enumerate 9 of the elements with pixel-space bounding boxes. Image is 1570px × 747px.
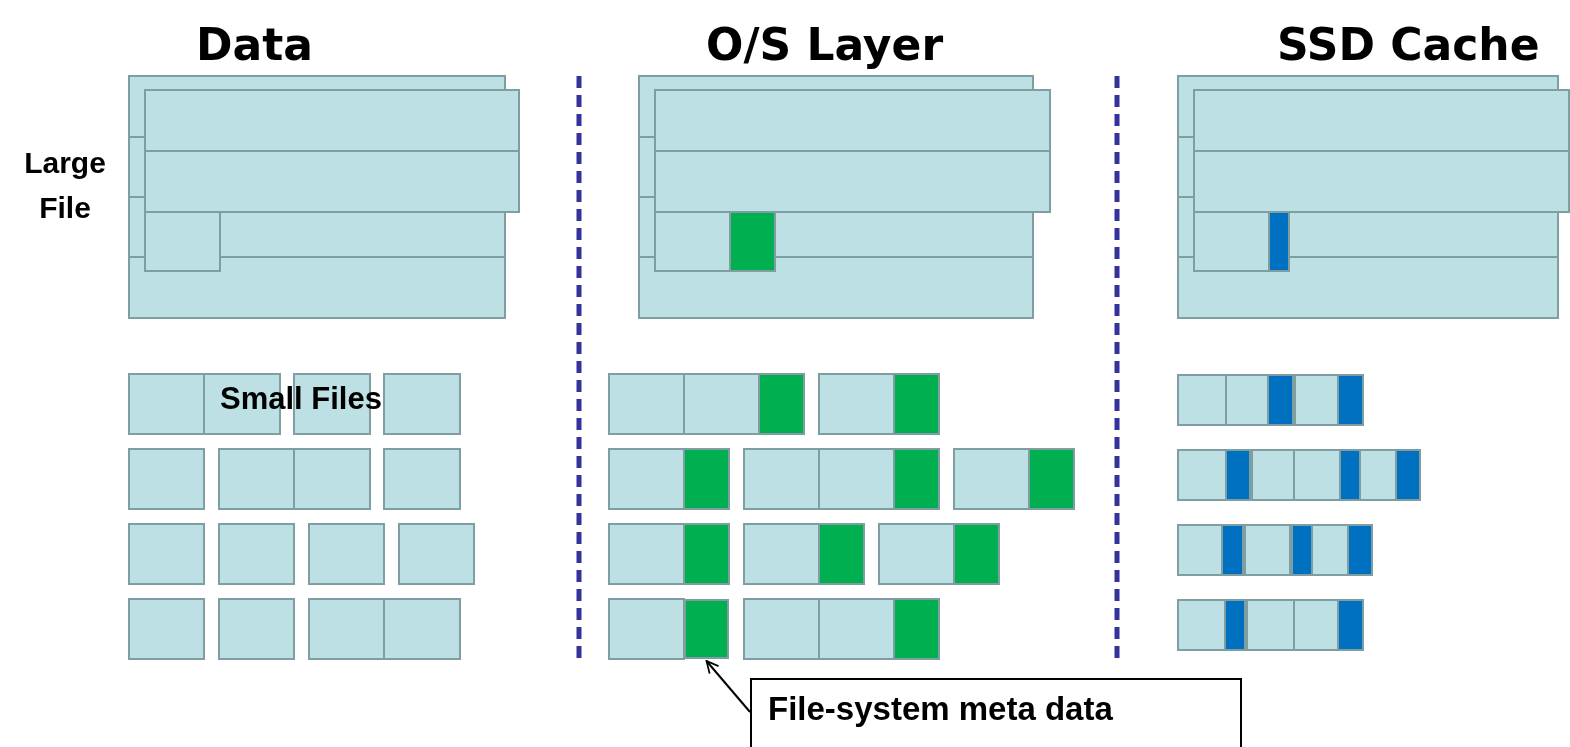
column-heading: Data xyxy=(196,18,313,72)
callout-box xyxy=(750,678,1242,747)
leader-line xyxy=(705,660,751,713)
column-heading: O/S Layer xyxy=(706,18,944,72)
callout-text: File-system meta data xyxy=(767,689,1114,728)
metadata-block xyxy=(684,599,729,659)
label-text: Small Files xyxy=(220,380,382,418)
label-text: Large File xyxy=(23,145,107,226)
column-heading: SSD Cache xyxy=(1277,18,1540,72)
